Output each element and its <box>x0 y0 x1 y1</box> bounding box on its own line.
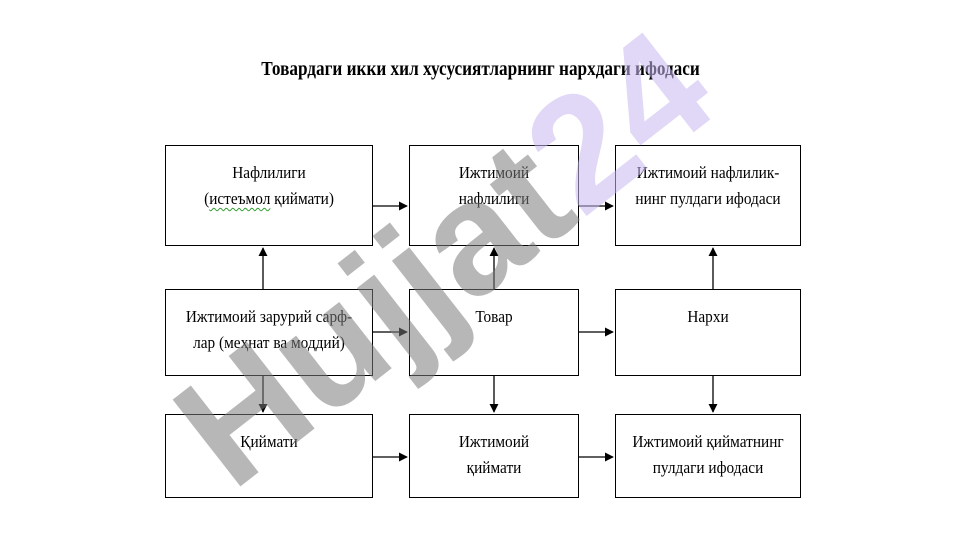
box-value: Қиймати <box>165 414 373 498</box>
box-value-label: Қиймати <box>240 432 298 451</box>
box-value-money-line1: Ижтимоий қийматнинг <box>632 432 784 451</box>
box-commodity: Товар <box>409 289 579 376</box>
diagram-title: Товардаги икки хил хусусиятларнинг нархд… <box>261 58 700 80</box>
box-price-label: Нархи <box>687 307 729 326</box>
box-social-value-line2: қиймати <box>466 458 522 477</box>
box-utility-value-word: қиймати) <box>270 189 334 208</box>
box-utility-line2: (истеъмол қиймати) <box>176 186 361 212</box>
box-utility-money-line2: нинг пулдаги ифодаси <box>635 189 781 208</box>
box-commodity-label: Товар <box>475 307 513 326</box>
box-utility-consumption-word: истеъмол <box>209 189 271 208</box>
box-price: Нархи <box>615 289 801 376</box>
box-social-value: Ижтимоий қиймати <box>409 414 579 498</box>
box-necessary-costs-line1: Ижтимоий зарурий сарф- <box>185 307 353 326</box>
box-value-money-expression: Ижтимоий қийматнинг пулдаги ифодаси <box>615 414 801 498</box>
box-necessary-costs: Ижтимоий зарурий сарф- лар (меҳнат ва мо… <box>165 289 373 376</box>
box-utility: Нафлилиги (истеъмол қиймати) <box>165 145 373 246</box>
box-social-utility-line2: нафлилиги <box>458 189 530 208</box>
box-social-utility: Ижтимоий нафлилиги <box>409 145 579 246</box>
box-necessary-costs-line2: лар (меҳнат ва моддий) <box>193 333 345 352</box>
box-value-money-line2: пулдаги ифодаси <box>652 458 764 477</box>
box-social-value-line1: Ижтимоий <box>458 432 530 451</box>
box-utility-paren-open: ( <box>204 189 210 208</box>
box-utility-money-expression: Ижтимоий нафлилик- нинг пулдаги ифодаси <box>615 145 801 246</box>
box-utility-line1: Нафлилиги <box>232 163 306 182</box>
box-utility-money-line1: Ижтимоий нафлилик- <box>636 163 780 182</box>
box-social-utility-line1: Ижтимоий <box>458 163 530 182</box>
